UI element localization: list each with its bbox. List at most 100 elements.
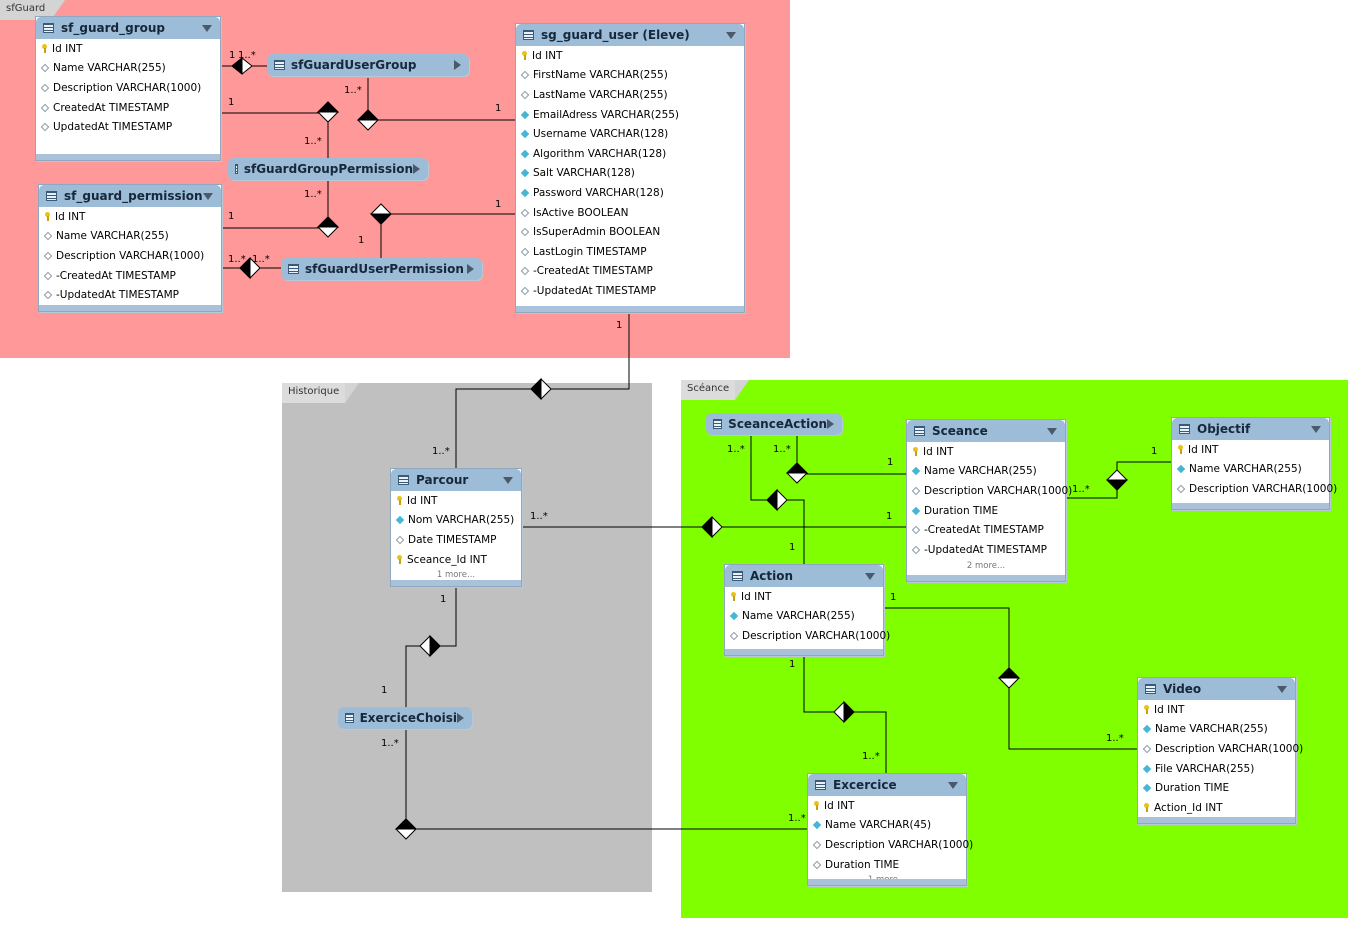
region-label: sfGuard [0,0,66,20]
column-row[interactable]: Username VARCHAR(128) [516,124,744,144]
column-row[interactable]: UpdatedAt TIMESTAMP [36,117,220,137]
diamond-action-exercice [833,700,855,724]
table-sf-guard-permissions[interactable]: sf_guard_permissions Id INT Name VARCHAR(2… [38,184,222,312]
expand-arrow-icon[interactable] [454,60,461,70]
column-row[interactable]: Description VARCHAR(1000) [907,481,1072,501]
column-row[interactable]: Description VARCHAR(1000) [36,78,220,98]
collapse-arrow-icon[interactable] [203,192,213,200]
column-row[interactable]: -CreatedAt TIMESTAMP [39,266,221,286]
table-header[interactable]: Parcour [391,469,521,491]
column-row[interactable]: CreatedAt TIMESTAMP [36,98,220,118]
collapse-arrow-icon[interactable] [865,572,875,580]
column-row[interactable]: Id INT [39,207,221,227]
column-row[interactable]: Name VARCHAR(255) [36,59,220,79]
column-row[interactable]: Id INT [1172,440,1329,460]
column-icon [40,122,50,132]
column-row[interactable]: -UpdatedAt TIMESTAMP [907,540,1065,560]
table-header[interactable]: Action [725,565,883,587]
table-header[interactable]: Video [1138,678,1295,700]
table-video[interactable]: Video Id INT Name VARCHAR(255)Description … [1137,677,1303,824]
column-row[interactable]: -UpdatedAt TIMESTAMP [516,281,744,301]
column-row[interactable]: Salt VARCHAR(128) [516,164,744,184]
column-row[interactable]: File VARCHAR(255) [1138,759,1295,779]
column-row[interactable]: Duration TIME [907,501,1065,521]
column-row[interactable]: Name VARCHAR(255) [39,227,221,247]
column-row[interactable]: Duration TIME [808,855,966,875]
table-header[interactable]: sf_guard_permissions [39,185,221,207]
column-row[interactable]: Id INT [725,587,883,607]
column-row[interactable]: Id INT [391,491,521,511]
column-row[interactable]: Description VARCHAR(1000) [808,835,973,855]
relation-sfguarduserpermission[interactable]: sfGuardUserPermission [281,258,482,280]
collapse-arrow-icon[interactable] [202,24,212,32]
column-row[interactable]: Id INT [36,39,220,59]
column-row[interactable]: Action_Id INT [1138,798,1295,818]
table-header[interactable]: sg_guard_user (Eleve) [516,24,744,46]
collapse-arrow-icon[interactable] [1311,425,1321,433]
column-row[interactable]: Id INT [516,46,744,66]
column-row[interactable]: -CreatedAt TIMESTAMP [907,520,1065,540]
column-row[interactable]: Algorithm VARCHAR(128) [516,144,744,164]
cardinality-label: 1..* [727,444,745,455]
column-row[interactable]: Id INT [808,796,966,816]
column-text: Id INT [1154,703,1185,716]
relation-sfguardusergroup[interactable]: sfGuardUserGroup [267,54,469,76]
column-row[interactable]: EmailAdress VARCHAR(255) [516,105,744,125]
column-row[interactable]: Name VARCHAR(255) [907,462,1065,482]
more-columns-link[interactable]: 2 more... [966,560,1006,571]
line-exercicechoisi-exercice [405,729,807,830]
expand-arrow-icon[interactable] [467,264,474,274]
column-row[interactable]: Description VARCHAR(1000) [1138,739,1303,759]
column-row[interactable]: Date TIMESTAMP [391,530,521,550]
diamond-parcour-sceance [701,515,723,539]
column-row[interactable]: LastLogin TIMESTAMP [516,242,744,262]
column-row[interactable]: Name VARCHAR(255) [1138,720,1295,740]
column-row[interactable]: Id INT [1138,700,1295,720]
column-row[interactable]: IsSuperAdmin BOOLEAN [516,222,744,242]
table-header[interactable]: Sceance [907,420,1065,442]
cardinality-label: 1 [229,50,236,61]
column-row[interactable]: FirstName VARCHAR(255) [516,66,744,86]
column-text: Id INT [55,210,86,223]
column-row[interactable]: Password VARCHAR(128) [516,183,744,203]
relation-exercicechoisi[interactable]: ExerciceChoisi [338,707,472,729]
column-row[interactable]: Id INT [907,442,1065,462]
table-header[interactable]: sf_guard_group [36,17,220,39]
column-row[interactable]: Sceance_Id INT [391,550,521,570]
column-row[interactable]: Name VARCHAR(45) [808,816,966,836]
column-text: Action_Id INT [1154,801,1223,814]
column-row[interactable]: Description VARCHAR(1000) [725,626,890,646]
column-row[interactable]: Duration TIME [1138,778,1295,798]
expand-arrow-icon[interactable] [827,419,834,429]
relation-sfguardgrouppermission[interactable]: sfGuardGroupPermission [228,158,428,180]
column-row[interactable]: Nom VARCHAR(255) [391,511,521,531]
diamond-usergroup-user [356,109,380,131]
expand-arrow-icon[interactable] [457,713,464,723]
column-row[interactable]: -UpdatedAt TIMESTAMP [39,285,221,305]
column-row[interactable]: Name VARCHAR(255) [1172,460,1329,480]
column-row[interactable]: LastName VARCHAR(255) [516,85,744,105]
collapse-arrow-icon[interactable] [1277,685,1287,693]
collapse-arrow-icon[interactable] [1047,427,1057,435]
column-row[interactable]: Description VARCHAR(1000) [39,246,221,266]
cardinality-label: 1 [886,511,893,522]
column-row[interactable]: IsActive BOOLEAN [516,203,744,223]
column-row[interactable]: -CreatedAt TIMESTAMP [516,262,744,282]
column-row[interactable]: Name VARCHAR(255) [725,607,883,627]
table-header[interactable]: Excercice [808,774,966,796]
collapse-arrow-icon[interactable] [948,781,958,789]
more-columns-link[interactable]: 1 more... [436,570,476,581]
collapse-arrow-icon[interactable] [726,31,736,39]
relation-sceanceaction[interactable]: SceanceAction [706,413,842,435]
expand-arrow-icon[interactable] [413,164,420,174]
collapse-arrow-icon[interactable] [503,476,513,484]
column-row[interactable]: Description VARCHAR(1000) [1172,479,1337,499]
table-header[interactable]: Objectif [1172,418,1329,440]
